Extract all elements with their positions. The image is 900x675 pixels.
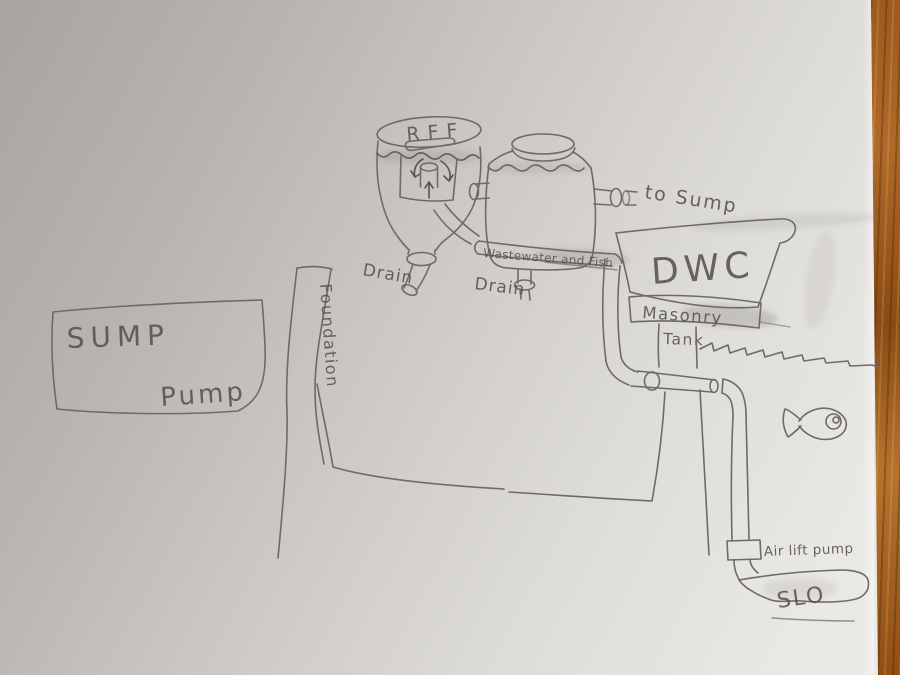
airlift-label: Air lift pump [764,541,854,560]
airlift-pump-coupling [726,539,762,561]
dwc-drain-piping [602,258,719,394]
pit-outline [316,383,666,502]
rff-baffle-box [399,155,458,202]
rff-outlet-pipe [433,203,480,245]
masonry-walls [657,323,698,369]
masonry-tank: Masonry Tank [628,294,791,556]
sump-label: SUMP [66,318,170,355]
tank-to-sump-port [593,187,638,208]
flow-arrows [410,158,454,199]
dwc-trough: DWC [615,218,797,309]
masonry-wall-lower [699,389,710,556]
fish-eye [825,413,842,430]
rff-drain-label: Drain [361,260,415,289]
pump-label: Pump [159,377,246,413]
rff-label: RFF [406,119,467,146]
slo-pipe [738,569,870,603]
pipe-coupling [643,371,661,391]
slo-airlift-piping: Air lift pump SLO [721,378,870,622]
to-sump-label: to Sump [643,181,739,217]
tank-bottom-drain [513,269,536,301]
masonry-tank-label: Tank [662,330,705,349]
foundation-label: Foundation [316,283,342,388]
sump-pump-box: SUMP Pump [51,299,267,415]
fish-drawing [782,407,848,441]
water-line [699,342,879,368]
slo-label: SLO [775,582,827,614]
rff-drain-pipe [401,249,437,297]
rff-inlet-slot [404,137,456,152]
rff-center-pipe [419,162,439,188]
dwc-label: DWC [650,245,756,293]
pencil-smudges [374,150,880,600]
tank-left-port [468,182,490,201]
foundation-wall: Foundation [277,265,342,559]
rff-filter: RFF Drain [361,115,482,297]
